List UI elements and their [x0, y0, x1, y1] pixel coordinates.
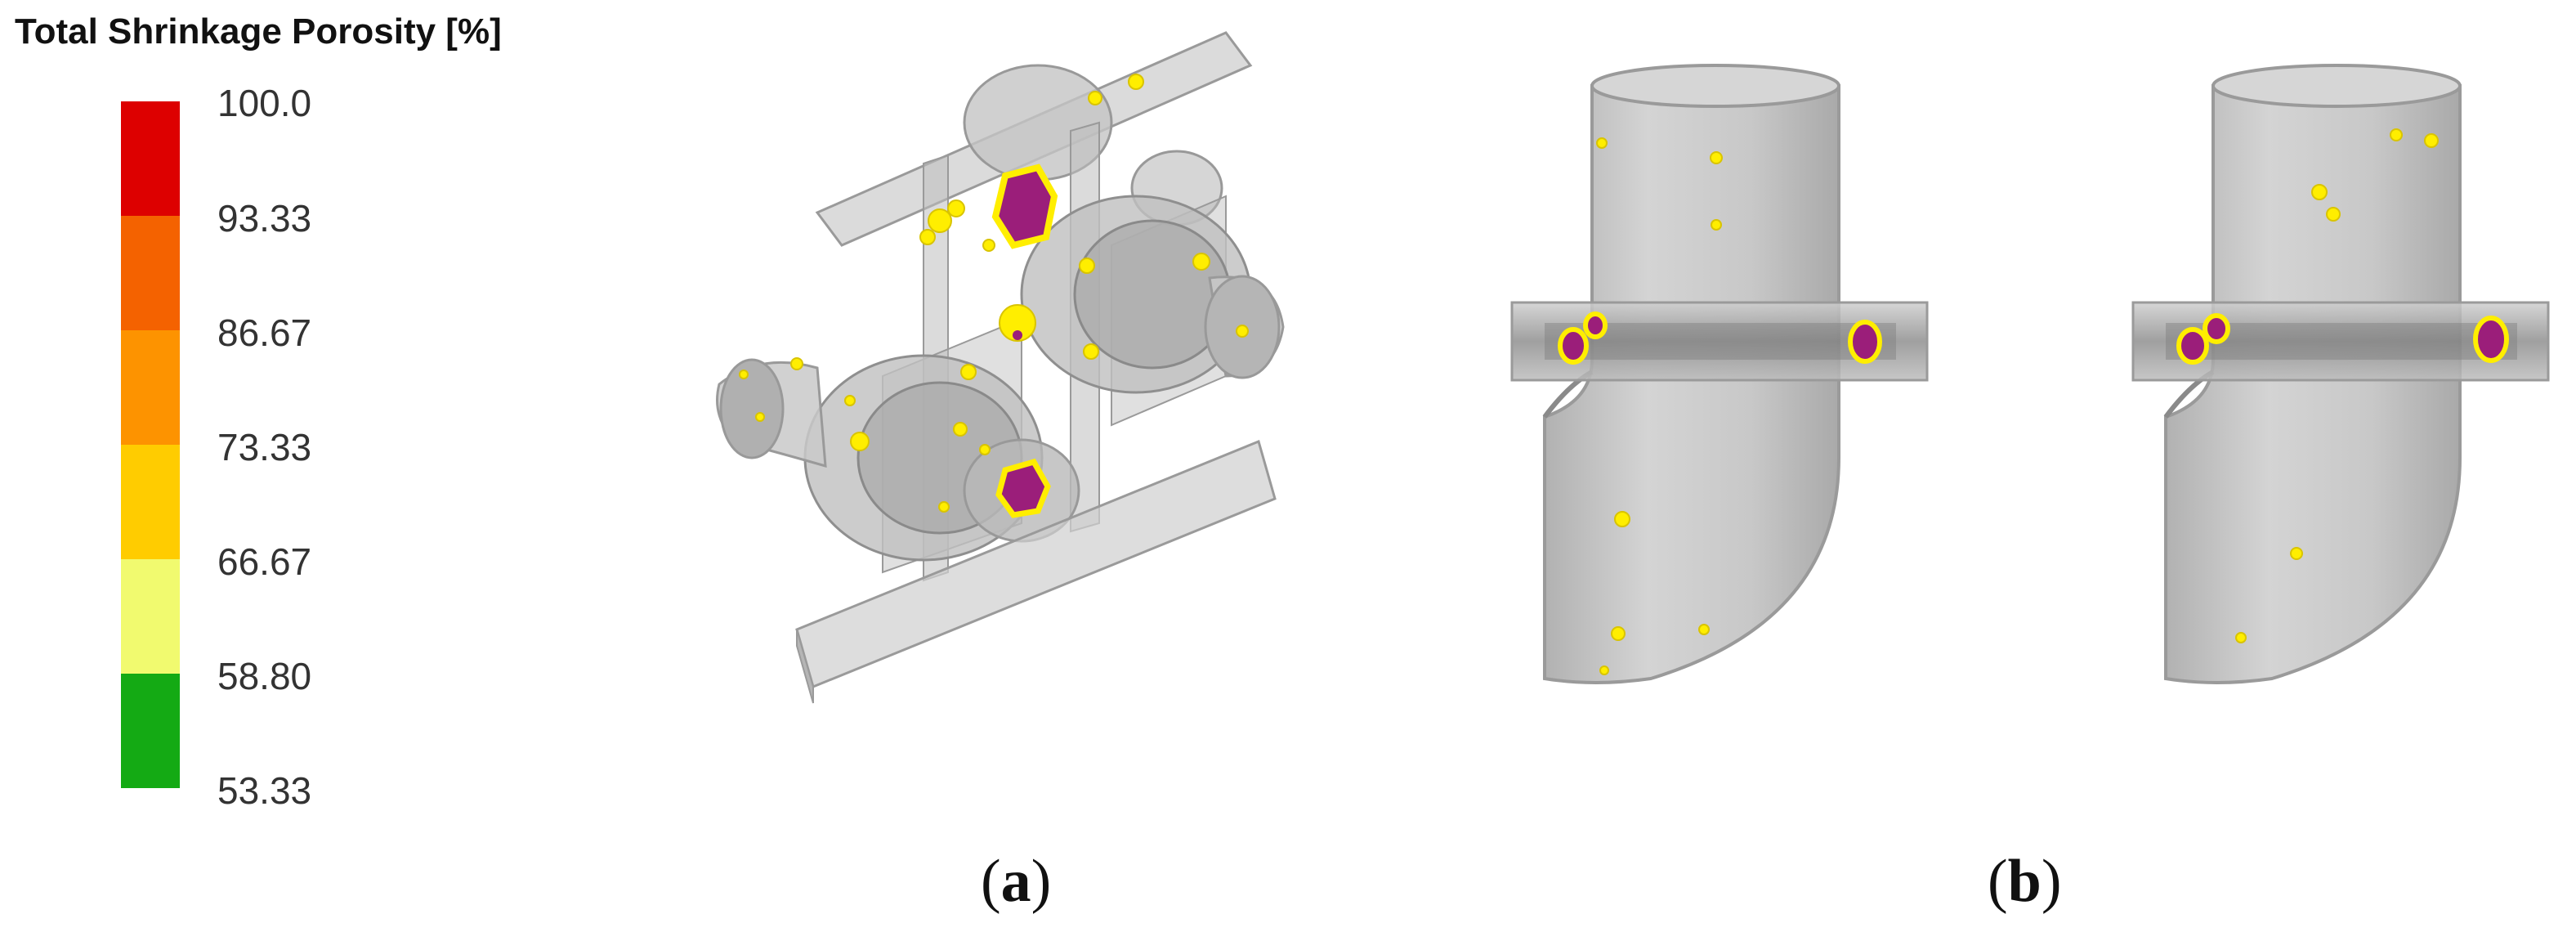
scale-segment-4	[121, 445, 180, 559]
scale-label-73: 73.33	[217, 426, 312, 468]
panel-label-b: (b)	[1988, 848, 2062, 915]
legend-title: Total Shrinkage Porosity [%]	[15, 11, 502, 52]
panel-b-elbow-view-1	[1510, 64, 1929, 684]
scale-segment-1	[121, 101, 180, 216]
scale-label-58: 58.80	[217, 655, 312, 697]
scale-segment-2	[121, 216, 180, 330]
panel-a-casting-render	[716, 31, 1285, 704]
scale-segment-3	[121, 330, 180, 445]
scale-label-66: 66.67	[217, 540, 312, 583]
scale-label-93: 93.33	[217, 197, 312, 240]
panel-label-a: (a)	[981, 848, 1052, 915]
scale-label-53: 53.33	[217, 769, 312, 812]
scale-label-86: 86.67	[217, 311, 312, 354]
scale-segment-6	[121, 674, 180, 788]
panel-b-elbow-view-2	[2131, 64, 2550, 684]
scale-label-100: 100.0	[217, 82, 312, 124]
scale-segment-5	[121, 559, 180, 674]
color-scale-bar	[121, 101, 180, 788]
